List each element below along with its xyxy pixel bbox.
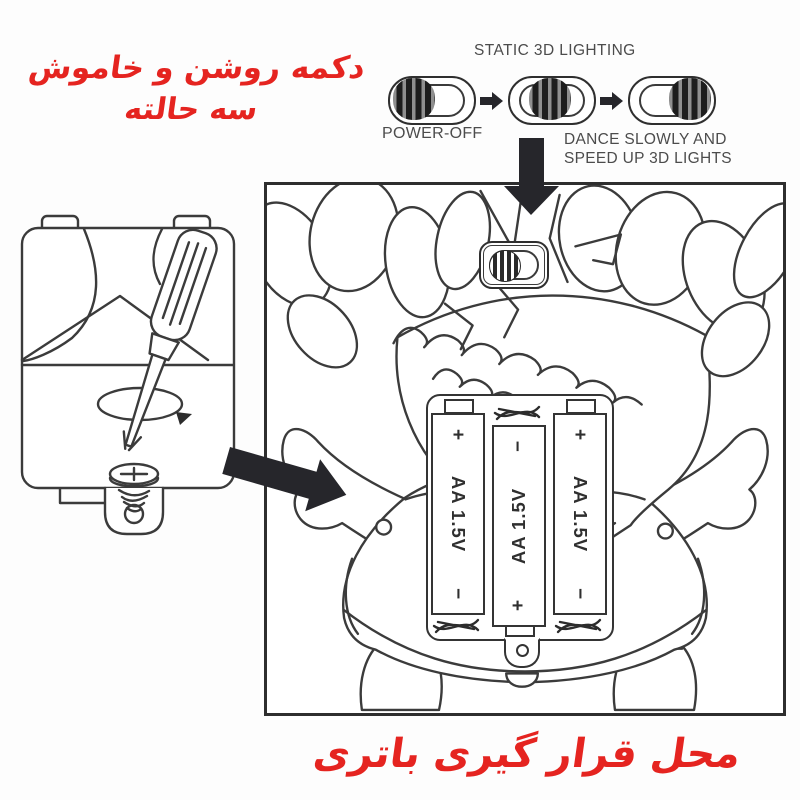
battery-label: AA 1.5V (448, 475, 470, 553)
caption-line: دکمه روشن و خاموش (26, 50, 368, 86)
switch-state-static (508, 76, 596, 125)
power-button-caption-fa: دکمه روشن و خاموش سه حالته (18, 48, 370, 130)
switch-knob-icon (393, 78, 435, 120)
screwdriver-icon (122, 228, 218, 452)
arrow-right-icon (480, 91, 503, 110)
compartment-tab (504, 638, 540, 668)
toy-bottom-bump (505, 672, 540, 688)
dance-label-line: DANCE SLOWLY AND (564, 131, 727, 148)
spring-icon (554, 618, 602, 634)
switch-state-row (388, 76, 716, 125)
battery-aa: + AA 1.5V − (431, 413, 485, 615)
spring-icon (432, 618, 480, 634)
battery-aa-inverted: − AA 1.5V + (492, 425, 546, 627)
battery-compartment: + AA 1.5V − − AA 1.5V + + AA 1.5V − (426, 394, 614, 668)
screw-hole (516, 644, 529, 657)
toy-back-plate-edge (342, 608, 708, 673)
caption-line: سه حالته (122, 92, 260, 127)
screw-hole (375, 518, 393, 536)
switch-state-title: STATIC 3D LIGHTING (474, 42, 636, 59)
screw-icon (108, 462, 160, 513)
spring-icon (493, 405, 541, 421)
toy-hairline-scallop (392, 326, 643, 406)
battery-contact-nub (566, 399, 596, 414)
battery-contact-nub (444, 399, 474, 414)
switch-state-dance (628, 76, 716, 125)
switch-bezel (483, 245, 545, 285)
battery-label: AA 1.5V (508, 487, 530, 565)
switch-knob-icon (529, 78, 571, 120)
battery-minus-sign: − (447, 587, 469, 600)
battery-cover-diagram (20, 214, 236, 536)
battery-label: AA 1.5V (570, 475, 592, 553)
battery-plus-sign: + (508, 599, 530, 612)
switch-state-off (388, 76, 476, 125)
battery-plus-sign: + (447, 428, 469, 441)
dance-mode-label: DANCE SLOWLY AND SPEED UP 3D LIGHTS (564, 131, 732, 168)
arrow-right-icon (600, 91, 623, 110)
battery-plus-sign: + (569, 428, 591, 441)
battery-minus-sign: − (569, 587, 591, 600)
dance-label-line: SPEED UP 3D LIGHTS (564, 149, 732, 167)
toy-head-switch (479, 241, 549, 289)
switch-knob-icon (489, 250, 521, 282)
battery-location-caption-fa: محل قرار گیری باتری (310, 731, 744, 777)
switch-knob-icon (669, 78, 711, 120)
battery-aa: + AA 1.5V − (553, 413, 607, 615)
screw-hole (656, 522, 674, 540)
battery-minus-sign: − (508, 440, 530, 453)
power-off-label: POWER-OFF (382, 125, 483, 142)
